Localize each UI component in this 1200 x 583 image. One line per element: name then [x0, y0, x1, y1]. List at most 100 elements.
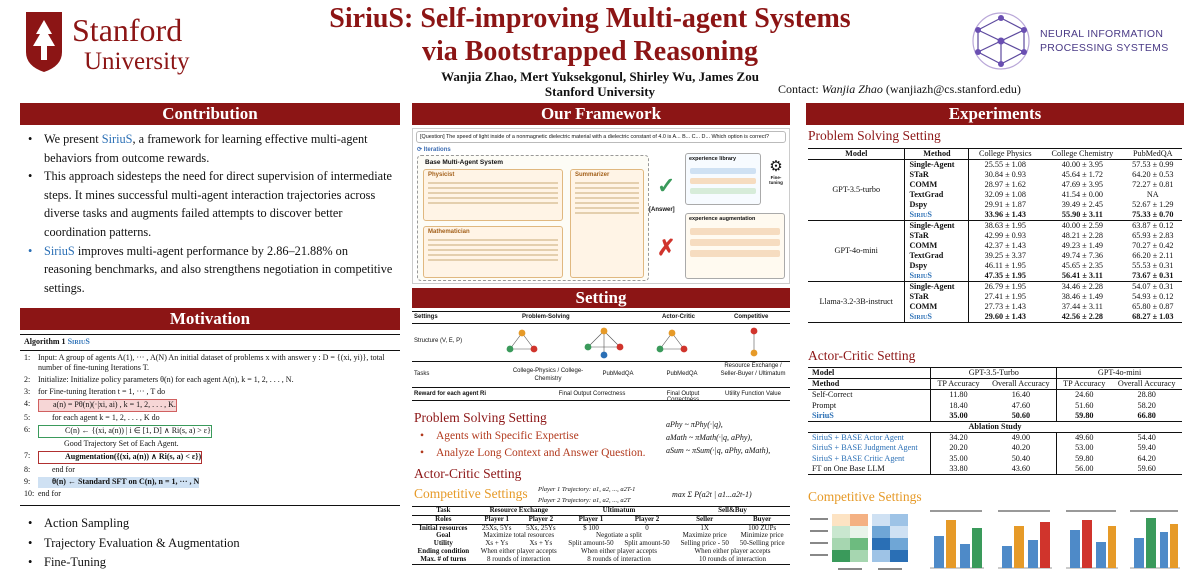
comp-col-ultimatum: Ultimatum — [602, 506, 636, 514]
poster-title: SiriuS: Self-improving Multi-agent Syste… — [250, 2, 930, 68]
ac-col-tp1: TP Accuracy — [930, 378, 986, 390]
col-chemistry: College Chemistry — [1051, 149, 1114, 158]
ac-col-model: Model — [812, 368, 835, 377]
ps-setting-item: Agents with Specific Expertise — [414, 428, 674, 445]
eq-sum: aSum ~ πSum(·|q, aPhy, aMath), — [666, 446, 771, 455]
trajectory-2: Player 2 Trajectory: a1, a2, ..., a2T — [538, 497, 631, 504]
stanford-tree-icon — [26, 12, 62, 72]
algorithm-line: 3:for Fine-tuning Iteration t = 1, ··· ,… — [24, 387, 166, 396]
ac-col-ov1: Overall Accuracy — [992, 379, 1050, 389]
contribution-list: We present SiriuS, a framework for learn… — [22, 130, 398, 297]
task-actor-critic: PubMedQA — [666, 371, 698, 377]
gear-icon: ⚙ — [769, 158, 783, 175]
row-structure-label: Structure (V, E, P) — [414, 338, 463, 344]
comp-formula: max Σ P(a2t | a1...a2t-1) — [672, 490, 752, 499]
col-settings: Settings — [414, 314, 438, 320]
algorithm-line: 4:a(n) = Pθ(n)(·|xi, ai) , k = 1, 2, . .… — [24, 399, 396, 412]
bar-figure-1 — [930, 510, 984, 569]
ac-setting-heading: Actor-Critic Setting — [414, 466, 522, 481]
contact-name: Wanjia Zhao — [821, 82, 883, 96]
sirius-link[interactable]: SiriuS — [101, 132, 133, 146]
contribution-item: We present SiriuS, a framework for learn… — [22, 130, 398, 167]
algorithm-lines: 1:Input: A group of agents A(1), ··· , A… — [20, 351, 400, 500]
setting-heading: Setting — [412, 288, 790, 308]
eq-math: aMath ~ πMath(·|q, aPhy), — [666, 433, 753, 442]
algorithm-line: 10:end for — [24, 489, 61, 498]
trajectory-1: Player 1 Trajectory: a1, a2, ..., a2T-1 — [538, 486, 636, 493]
step-item: Trajectory Evaluation & Augmentation — [22, 534, 398, 554]
actor-critic-results: Model GPT-3.5-Turbo GPT-4o-mini Method T… — [808, 367, 1182, 476]
row-reward-label: Reward for each agent Ri — [414, 391, 487, 397]
ac-col-gpt4o: GPT-4o-mini — [1056, 367, 1182, 379]
step-item: Action Sampling — [22, 514, 398, 534]
task-pubmedqa: PubMedQA — [602, 371, 634, 377]
eq-phy: aPhy ~ πPhy(·|q), — [666, 420, 723, 429]
affiliation: Stanford University — [544, 84, 656, 99]
algorithm-line: 9:θ(n) ← Standard SFT on C(n), n = 1, ··… — [24, 477, 200, 488]
col-model: Model — [845, 149, 868, 158]
algorithm-line: 1:Input: A group of agents A(1), ··· , A… — [24, 352, 385, 373]
ps-setting-heading: Problem Solving Setting — [414, 410, 547, 425]
stanford-logo: Stanford University — [18, 8, 218, 84]
neurips-line-2: PROCESSING SYSTEMS — [1040, 42, 1169, 54]
col-pubmedqa: PubMedQA — [1132, 149, 1173, 158]
col-problem-solving: Problem-Solving — [522, 314, 570, 320]
finetune-box: ⚙ Fine-tuning — [765, 159, 787, 205]
comp-col-sellbuy: Sell&Buy — [718, 506, 747, 514]
setting-table: Settings Problem-Solving Actor-Critic Co… — [412, 311, 790, 404]
base-system-label: Base Multi-Agent System — [425, 159, 504, 166]
task-competitive: Resource Exchange / Seller-Buyer / Ultim… — [720, 363, 786, 377]
reward-ac: Final Output Correctness — [666, 391, 700, 403]
mathematician-card: Mathematician — [423, 226, 563, 278]
experience-library-box: experience library — [685, 153, 761, 205]
contact: Contact: Wanjia Zhao (wanjiazh@cs.stanfo… — [778, 82, 1021, 97]
ac-col-ov2: Overall Accuracy — [1117, 379, 1176, 389]
problem-solving-results: Model Method College Physics College Che… — [808, 148, 1182, 323]
structure-graphs — [506, 327, 758, 359]
summarizer-card: Summarizer — [570, 169, 644, 278]
model-cell: GPT-4o-mini — [834, 246, 878, 255]
comp-setting-heading: Competitive Settings — [414, 486, 528, 501]
col-method: Method — [904, 148, 969, 160]
comp-col-resource: Resource Exchange — [489, 506, 548, 514]
sirius-link[interactable]: SiriuS — [44, 243, 75, 258]
ac-col-tp2: TP Accuracy — [1056, 378, 1112, 390]
algorithm-line: 5:for each agent k = 1, 2, . . . , K do — [24, 413, 160, 422]
authors: Wanjia Zhao, Mert Yuksekgonul, Shirley W… — [441, 69, 759, 84]
neurips-network-icon — [972, 12, 1030, 70]
algorithm-box: Algorithm 1 SiriuS 1:Input: A group of a… — [20, 334, 400, 506]
step-item: Fine-Tuning — [22, 553, 398, 573]
ac-col-method: Method — [812, 379, 840, 389]
logo-name: Stanford — [72, 12, 183, 48]
logo-subtitle: University — [84, 48, 190, 75]
algorithm-line: 6:C(n) ← {(xi, a(n)) | i ∈ [1, D] ∧ Ri(s… — [24, 425, 396, 438]
algorithm-line: 2:Initialize: Initialize policy paramete… — [24, 375, 294, 384]
competitive-figures — [808, 506, 1184, 580]
heatmap-figure — [810, 514, 908, 570]
contribution-item: SiriuS improves multi-agent performance … — [22, 242, 398, 298]
framework-figure: [Question] The speed of light inside of … — [412, 128, 790, 284]
refresh-icon: ⟳ — [417, 147, 423, 153]
contact-email: (wanjiazh@cs.stanford.edu) — [885, 82, 1021, 96]
title-line-1: SiriuS: Self-improving Multi-agent Syste… — [329, 3, 851, 34]
trajectories: Player 1 Trajectory: a1, a2, ..., a2T-1 … — [538, 484, 635, 506]
reward-ps: Final Output Correctness — [558, 391, 626, 397]
physicist-card: Physicist — [423, 169, 563, 221]
